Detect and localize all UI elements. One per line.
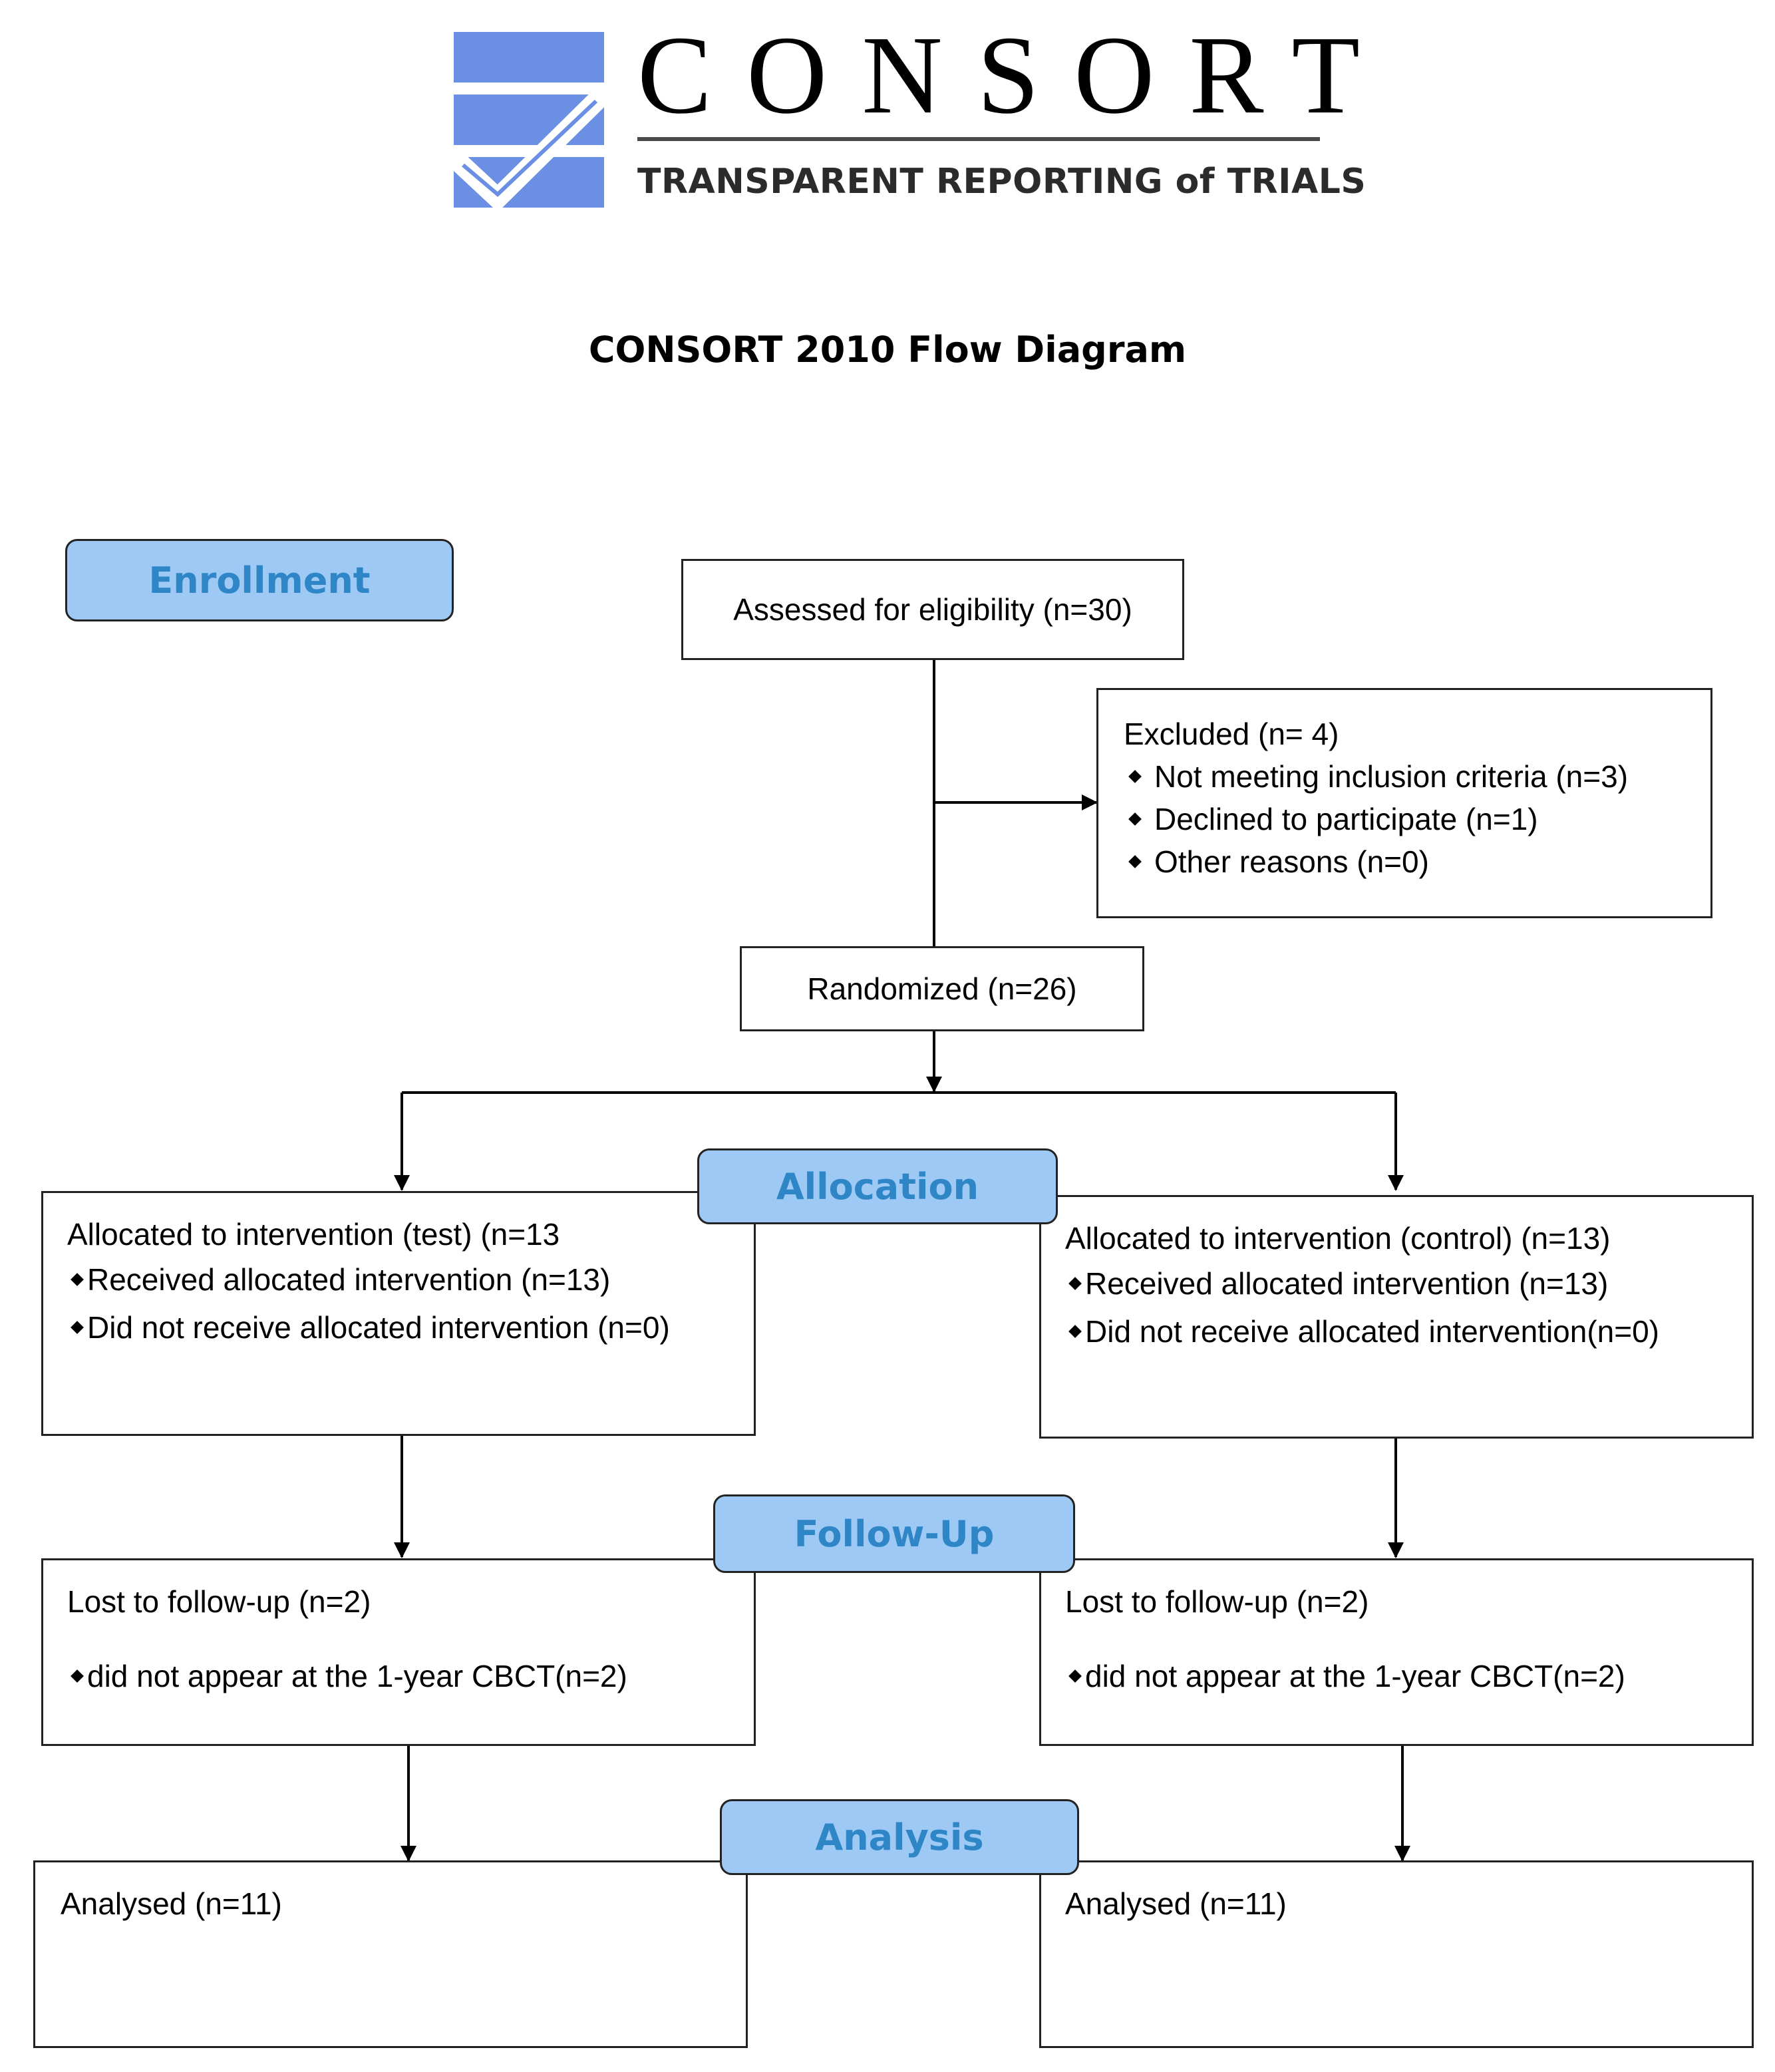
consort-logo-mark	[454, 32, 604, 208]
randomized-box: Randomized (n=26)	[740, 946, 1144, 1031]
analysis-test-text: Analysed (n=11)	[61, 1886, 282, 1921]
excluded-item: Not meeting inclusion criteria (n=3)	[1124, 755, 1710, 798]
consort-tagline: TRANSPARENT REPORTING of TRIALS	[637, 162, 1367, 202]
stage-analysis: Analysis	[720, 1799, 1079, 1875]
diagram-title: CONSORT 2010 Flow Diagram	[588, 329, 1187, 371]
allocation-control-item: Received allocated intervention (n=13)	[1065, 1262, 1752, 1305]
bullet-icon	[71, 1272, 84, 1286]
bullet-icon	[1068, 1276, 1082, 1290]
allocation-test-box: Allocated to intervention (test) (n=13 R…	[41, 1191, 756, 1436]
assessed-box: Assessed for eligibility (n=30)	[681, 559, 1184, 660]
stage-enrollment: Enrollment	[65, 539, 454, 621]
followup-test-title: Lost to follow-up (n=2)	[67, 1584, 371, 1619]
allocation-control-title: Allocated to intervention (control) (n=1…	[1065, 1221, 1611, 1256]
allocation-test-item: Received allocated intervention (n=13)	[67, 1258, 754, 1301]
stage-follow-up: Follow-Up	[713, 1494, 1075, 1573]
excluded-item: Declined to participate (n=1)	[1124, 798, 1710, 840]
bullet-icon	[1128, 812, 1142, 826]
analysis-control-text: Analysed (n=11)	[1065, 1886, 1287, 1921]
bullet-icon	[1068, 1669, 1082, 1683]
excluded-item: Other reasons (n=0)	[1124, 840, 1710, 883]
excluded-box: Excluded (n= 4) Not meeting inclusion cr…	[1096, 688, 1712, 918]
assessed-text: Assessed for eligibility (n=30)	[733, 592, 1132, 627]
stage-allocation: Allocation	[697, 1148, 1058, 1224]
bullet-icon	[71, 1669, 84, 1683]
excluded-title: Excluded (n= 4)	[1124, 717, 1339, 751]
allocation-control-box: Allocated to intervention (control) (n=1…	[1039, 1195, 1754, 1439]
analysis-control-box: Analysed (n=11)	[1039, 1860, 1754, 2048]
randomized-text: Randomized (n=26)	[807, 971, 1077, 1006]
consort-wordmark: CONSORT	[637, 13, 1395, 137]
analysis-test-box: Analysed (n=11)	[33, 1860, 748, 2048]
allocation-control-item: Did not receive allocated intervention(n…	[1065, 1310, 1752, 1353]
bullet-icon	[1128, 769, 1142, 783]
bullet-icon	[1068, 1324, 1082, 1338]
bullet-icon	[1128, 854, 1142, 868]
followup-test-box: Lost to follow-up (n=2) did not appear a…	[41, 1558, 756, 1746]
followup-control-title: Lost to follow-up (n=2)	[1065, 1584, 1369, 1619]
allocation-test-item: Did not receive allocated intervention (…	[67, 1306, 754, 1349]
followup-test-item: did not appear at the 1-year CBCT(n=2)	[67, 1655, 754, 1697]
logo-divider	[637, 137, 1320, 141]
bullet-icon	[71, 1320, 84, 1334]
followup-control-item: did not appear at the 1-year CBCT(n=2)	[1065, 1655, 1752, 1697]
allocation-test-title: Allocated to intervention (test) (n=13	[67, 1217, 560, 1252]
followup-control-box: Lost to follow-up (n=2) did not appear a…	[1039, 1558, 1754, 1746]
